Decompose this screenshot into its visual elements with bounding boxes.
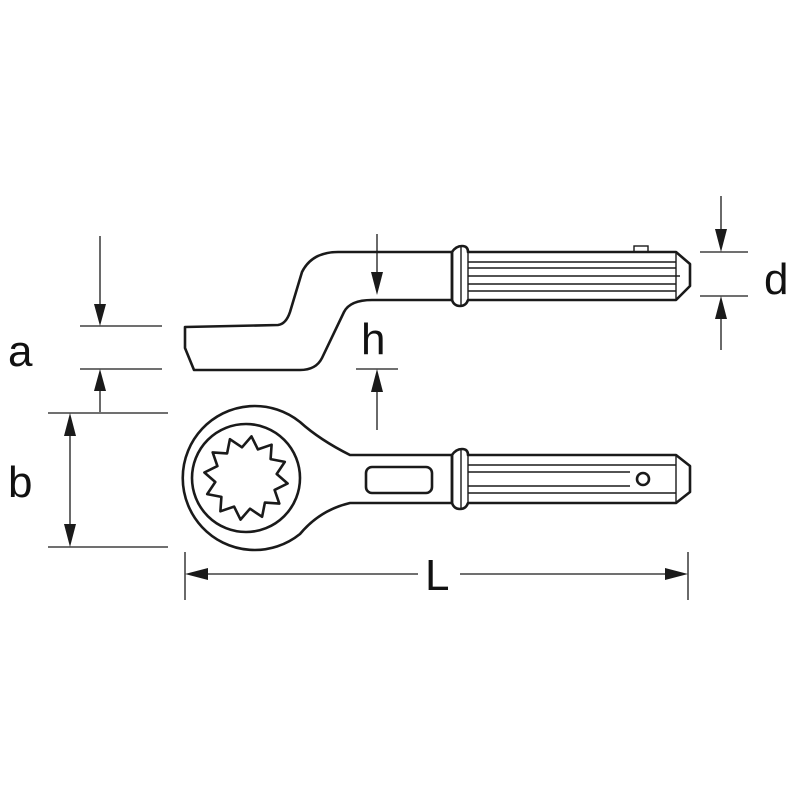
dimension-b: b [8,412,168,548]
wrench-side-view [183,244,692,372]
neck-slot [364,465,434,495]
side-view-grip-outline [450,244,692,308]
side-view-body-outline [183,250,454,372]
ring-inner-circle [190,422,302,534]
top-view-body-outline [181,404,454,552]
dimension-label-h: h [361,315,385,364]
dimension-L: L [184,551,689,600]
side-grip-pin [633,245,649,253]
dimension-label-L: L [425,551,449,600]
grip-pin-hole [635,471,651,487]
wrench-top-view [181,404,692,552]
dimension-label-a: a [8,327,33,376]
top-view-grip-outline [450,447,692,511]
dimension-label-b: b [8,458,32,507]
dimension-a: a [8,236,162,412]
dimension-label-d: d [764,255,788,304]
twelve-point-socket [203,435,289,521]
dimension-h: h [356,234,398,430]
dimension-d: d [700,196,788,350]
